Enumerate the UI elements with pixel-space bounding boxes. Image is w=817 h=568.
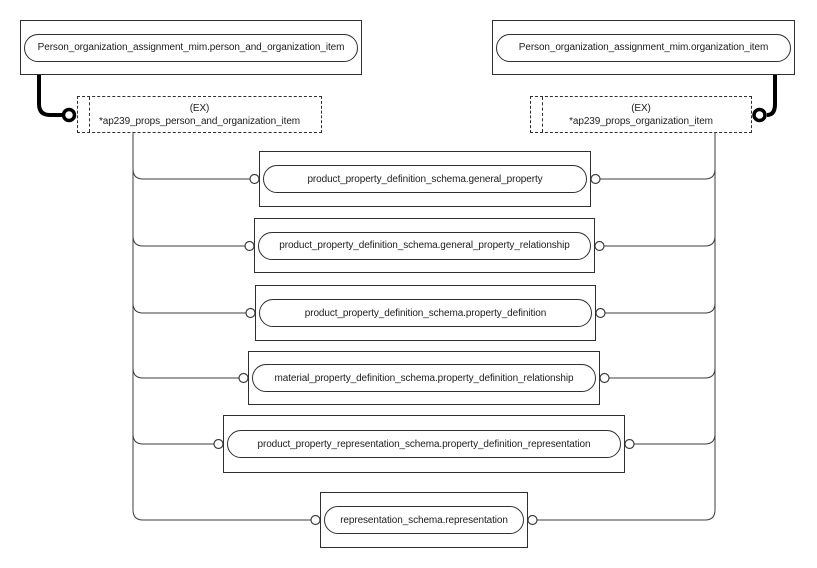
branch-left-property-definition: [132, 302, 246, 314]
branch-right-property-definition-representation: [634, 433, 716, 445]
pageref-ap239-props-organization-item[interactable]: (EX) *ap239_props_organization_item: [530, 96, 752, 133]
branch-left-general-property-relationship: [132, 235, 245, 247]
entity-label-property-definition-representation: product_property_representation_schema.p…: [227, 430, 621, 458]
pageref-margin-line: [542, 97, 543, 132]
branch-right-general-property: [600, 168, 716, 180]
entity-label-property-definition-relationship: material_property_definition_schema.prop…: [252, 364, 596, 392]
relation-circle: [590, 173, 601, 185]
relation-circle: [213, 438, 224, 450]
entity-node-general-property[interactable]: product_property_definition_schema.gener…: [259, 151, 591, 207]
relation-circle: [594, 240, 605, 252]
branch-right-property-definition: [605, 302, 716, 314]
thick-connector-left: [37, 75, 62, 117]
pageref-name: *ap239_props_organization_item: [569, 115, 713, 127]
branch-right-general-property-relationship: [604, 235, 716, 247]
pageref-tag: (EX): [189, 102, 210, 114]
entity-node-property-definition[interactable]: product_property_definition_schema.prope…: [255, 285, 596, 341]
thick-connector-left-circle: [61, 107, 77, 123]
entity-node-property-definition-relationship[interactable]: material_property_definition_schema.prop…: [248, 351, 600, 405]
entity-label-organization-item: Person_organization_assignment_mim.organ…: [496, 33, 791, 62]
entity-label-general-property-relationship: product_property_definition_schema.gener…: [258, 231, 591, 260]
pageref-margin-line: [89, 97, 90, 132]
pageref-tag: (EX): [631, 102, 651, 114]
branch-left-property-definition-relationship: [132, 367, 239, 379]
pageref-name: *ap239_props_person_and_organization_ite…: [98, 115, 301, 127]
branch-left-general-property: [132, 168, 250, 180]
entity-label-general-property: product_property_definition_schema.gener…: [263, 165, 587, 193]
entity-label-representation: representation_schema.representation: [324, 506, 524, 534]
relation-circle: [624, 438, 635, 450]
entity-node-organization-item[interactable]: Person_organization_assignment_mim.organ…: [492, 20, 795, 75]
entity-node-representation[interactable]: representation_schema.representation: [320, 492, 528, 548]
thick-connector-right-circle: [752, 107, 767, 123]
relation-circle: [249, 173, 260, 185]
branch-right-property-definition-relationship: [609, 367, 716, 379]
branch-left-property-definition-representation: [132, 433, 214, 445]
thick-connector-right: [766, 75, 777, 117]
relation-circle: [527, 514, 538, 526]
relation-circle: [310, 514, 321, 526]
pageref-ap239-props-person-and-organization-item[interactable]: (EX) *ap239_props_person_and_organizatio…: [77, 96, 322, 133]
relation-circle: [595, 307, 606, 319]
entity-node-property-definition-representation[interactable]: product_property_representation_schema.p…: [223, 415, 625, 473]
entity-node-general-property-relationship[interactable]: product_property_definition_schema.gener…: [254, 218, 595, 273]
right-rail-line: [537, 133, 716, 521]
relation-circle: [244, 240, 255, 252]
left-rail-line: [132, 133, 311, 521]
relation-circle: [238, 372, 249, 384]
entity-node-person-and-organization-item[interactable]: Person_organization_assignment_mim.perso…: [20, 20, 362, 75]
relation-circle: [245, 307, 256, 319]
entity-label-property-definition: product_property_definition_schema.prope…: [259, 299, 592, 327]
relation-circle: [599, 372, 610, 384]
entity-label-person-and-organization-item: Person_organization_assignment_mim.perso…: [24, 33, 358, 62]
